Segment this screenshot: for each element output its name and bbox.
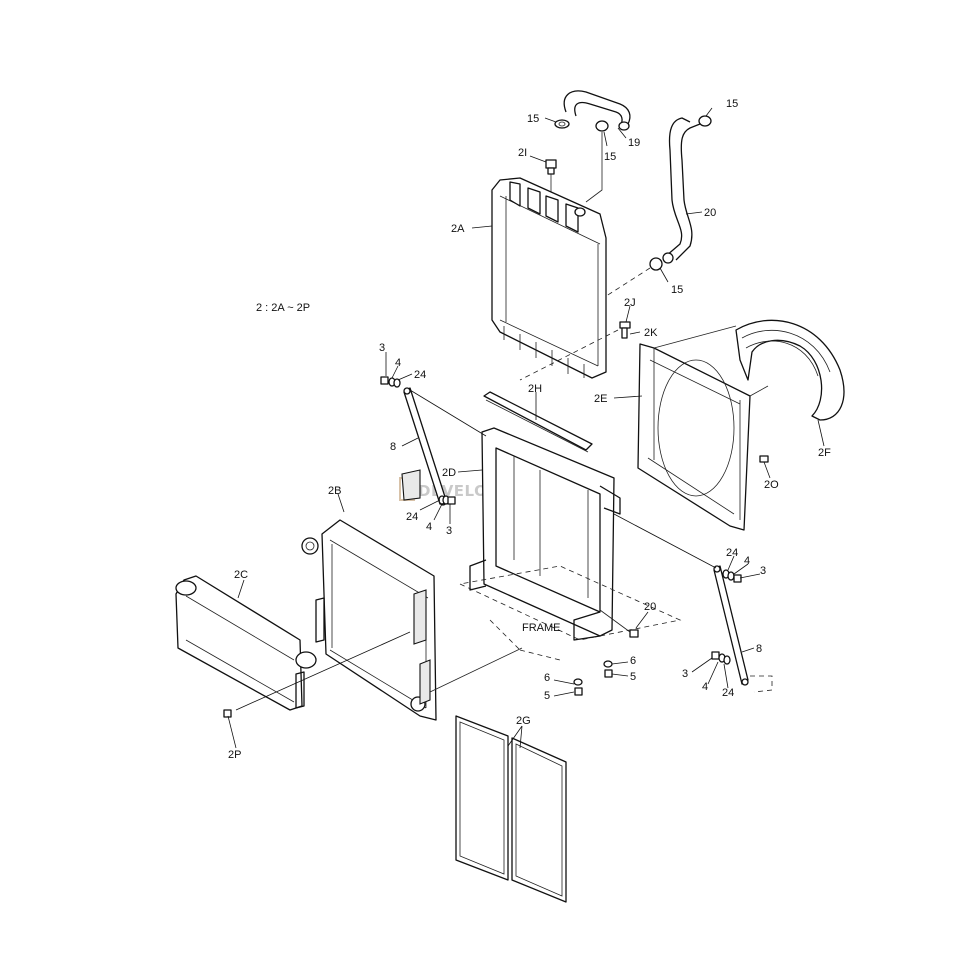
callout-3: 3 — [379, 342, 385, 354]
callout-24: 24 — [722, 687, 734, 699]
bolt-set-upper-left — [380, 376, 401, 388]
callout-2P: 2P — [228, 749, 241, 761]
callout-3: 3 — [446, 525, 452, 537]
hose-clamp-15-b — [595, 120, 609, 132]
support-bar-2H — [483, 391, 593, 453]
callout-6: 6 — [630, 655, 636, 667]
callout-2A: 2A — [451, 223, 465, 235]
callout-5: 5 — [544, 690, 550, 702]
callout-2H: 2H — [528, 383, 542, 395]
stay-rod-8-right — [713, 565, 773, 693]
callout-15: 15 — [671, 284, 683, 296]
hose-clamp-15-a — [554, 119, 570, 129]
callout-2K: 2K — [644, 327, 658, 339]
rod-right-alignment — [613, 513, 717, 569]
rod-left-alignment — [409, 389, 487, 437]
callout-2B: 2B — [328, 485, 341, 497]
callout-20: 20 — [644, 601, 656, 613]
callout-8: 8 — [390, 441, 396, 453]
bolt-set-lower-left — [438, 495, 456, 505]
lower-hose-20 — [662, 117, 701, 264]
oil-cooler-2B — [301, 519, 437, 721]
callout-4: 4 — [744, 555, 750, 567]
callout-19: 19 — [628, 137, 640, 149]
bolt-2O — [759, 455, 769, 463]
charge-air-cooler-2C — [175, 575, 317, 711]
hose-clamp-15-c — [698, 115, 712, 127]
callout-2F: 2F — [818, 447, 831, 459]
callout-2E: 2E — [594, 393, 607, 405]
cooler-alignment — [429, 647, 523, 693]
frame-outline — [458, 565, 682, 641]
frame-label: FRAME — [522, 622, 561, 634]
callout-2J: 2J — [624, 297, 636, 309]
callout-4: 4 — [395, 357, 401, 369]
bolt-2P — [223, 709, 232, 718]
callout-2C: 2C — [234, 569, 248, 581]
callout-24: 24 — [406, 511, 418, 523]
callout-24: 24 — [726, 547, 738, 559]
drain-valve-2J — [619, 321, 631, 339]
callout-2D: 2D — [442, 467, 456, 479]
callout-20: 20 — [704, 207, 716, 219]
callout-6: 6 — [544, 672, 550, 684]
leader-lines — [227, 107, 825, 749]
callout-2I: 2I — [518, 147, 527, 159]
assembly-note: 2 : 2A ~ 2P — [256, 302, 310, 314]
callout-2G: 2G — [516, 715, 531, 727]
callout-4: 4 — [702, 681, 708, 693]
callout-3: 3 — [682, 668, 688, 680]
radiator-cap-2I — [545, 159, 557, 175]
fan-guard-2F — [735, 319, 845, 421]
washer-bolt-set-5-6-left — [573, 678, 583, 696]
intercooler-alignment — [235, 631, 411, 711]
radiator-2A — [491, 177, 607, 379]
callout-8: 8 — [756, 643, 762, 655]
callout-2O: 2O — [764, 479, 779, 491]
callout-15: 15 — [604, 151, 616, 163]
hose-clamp-15-d — [649, 257, 663, 271]
callout-4: 4 — [426, 521, 432, 533]
drain-alignment-line — [519, 329, 619, 381]
washer-bolt-set-5-6-right — [603, 660, 613, 678]
callout-15: 15 — [527, 113, 539, 125]
callout-3: 3 — [760, 565, 766, 577]
callout-24: 24 — [414, 369, 426, 381]
radiator-frame-2D — [458, 427, 682, 661]
dust-screen-2G — [455, 715, 567, 903]
fan-shroud-2E — [637, 325, 769, 531]
bolt-20-frame — [599, 609, 639, 638]
bolt-set-lower-right — [711, 651, 731, 665]
upper-hose-19 — [563, 90, 631, 131]
hose-center-line — [585, 132, 603, 203]
callout-5: 5 — [630, 671, 636, 683]
callout-15: 15 — [726, 98, 738, 110]
bolt-set-upper-right — [722, 569, 742, 583]
hose-alignment-line — [599, 267, 651, 301]
callout-labels: 15 19 15 15 20 15 2I 2A 2J 2K 3 4 24 8 2… — [228, 98, 831, 761]
